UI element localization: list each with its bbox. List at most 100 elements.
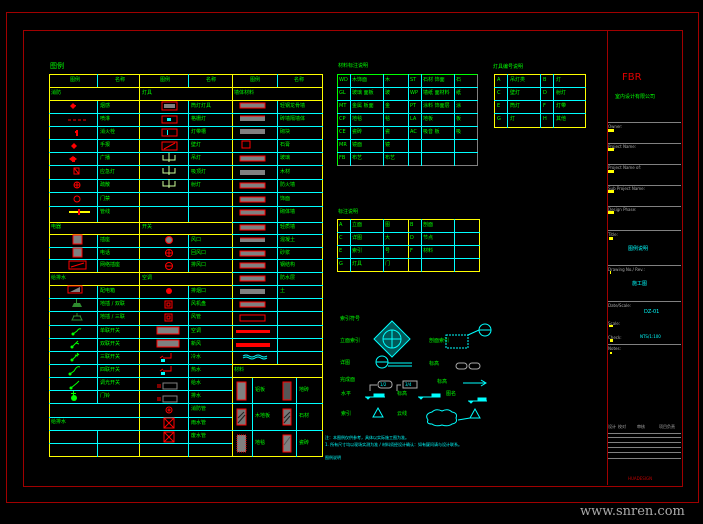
symbol-label: 标高 xyxy=(429,361,440,367)
legend-item-name: 土 xyxy=(280,288,286,294)
section-label: 灯具 xyxy=(142,90,153,96)
symbol-label: 图名 xyxy=(446,391,457,397)
field-label: Sub Project Name: xyxy=(608,186,645,191)
header-col-4: 名称 xyxy=(206,77,217,83)
note-line: 图例说明 xyxy=(325,455,341,460)
symbol-label: 标高 xyxy=(437,379,448,385)
drawing-title: 图例说明 xyxy=(628,246,649,252)
legend-item-name: 瓷砖 xyxy=(299,440,310,446)
legend-item-name: 砂浆 xyxy=(280,250,291,256)
table-d-title: 灯具编号说明 xyxy=(493,64,524,70)
header-col-1: 图例 xyxy=(70,77,81,83)
symbol-label: 水平 xyxy=(341,391,352,397)
legend-item-name: 砌体墙 xyxy=(280,209,296,215)
legend-item-name: 广播 xyxy=(100,155,111,161)
section-label: 消防 xyxy=(51,90,62,96)
ac-unit-icon xyxy=(156,326,180,335)
legend-item-name: 三联开关 xyxy=(100,354,121,360)
pipe-line-icon xyxy=(69,209,90,215)
fan-coil-icon xyxy=(164,300,173,309)
legend-item-name: 烟感 xyxy=(100,103,111,109)
switch-quad-icon xyxy=(68,366,81,376)
switch-double-icon xyxy=(70,340,80,349)
note-line: 注：本图例仅供参考，具体以实际施工图为准。 xyxy=(325,435,409,440)
material-swatch-carpet xyxy=(236,434,247,453)
legend-item-name: 筒灯灯具 xyxy=(191,103,212,109)
material-swatch-wood xyxy=(236,408,247,426)
company-name: 室内设计有限公司 xyxy=(615,94,656,100)
field-label: Drawing No./ Rev.: xyxy=(608,267,645,272)
legend-item-name: 轻钢龙骨墙 xyxy=(280,103,306,109)
legend-item-name: 格栅灯 xyxy=(191,116,207,122)
hydrant-icon xyxy=(75,130,78,136)
arrow-icon xyxy=(463,379,487,387)
legend-item-name: 砖墙隔墙体 xyxy=(280,116,306,122)
legend-item-name: 吸顶灯 xyxy=(191,169,207,175)
symbol-label: 剖面索引 xyxy=(429,338,450,344)
fresh-air-icon xyxy=(156,339,180,348)
table-c-title: 标注说明 xyxy=(338,209,359,215)
legend-item-name: 插座 xyxy=(100,237,111,243)
symbol-label: 云线 xyxy=(397,411,408,417)
wall-light-icon xyxy=(161,141,178,151)
material-swatch-stone xyxy=(282,408,292,426)
elevation-index-icon xyxy=(373,320,411,358)
legend-item-name: 排水 xyxy=(191,393,202,399)
legend-item-name: 风管 xyxy=(191,314,202,320)
legend-item-name: 疏散 xyxy=(100,182,111,188)
field-label: Check: xyxy=(608,335,622,340)
field-label: Scale: xyxy=(608,321,621,326)
grille-light-icon xyxy=(161,115,178,124)
legend-item-name: 灯带槽 xyxy=(191,129,207,135)
legend-item-name: 应急灯 xyxy=(100,169,116,175)
network-socket-icon xyxy=(68,260,87,270)
level-tag-1 xyxy=(369,380,393,391)
legend-item-name: 热水 xyxy=(191,367,202,373)
header-col-6: 名称 xyxy=(294,77,305,83)
section-label: 电器 xyxy=(51,224,62,230)
legend-item-name: 饰面 xyxy=(280,196,291,202)
return-vent-icon xyxy=(165,249,173,257)
wall-material-swatches xyxy=(236,102,270,360)
symbol-label: 标高 xyxy=(397,391,408,397)
header-col-3: 图例 xyxy=(160,77,171,83)
drawing-scale: NTS/1:100 xyxy=(640,334,661,339)
field-label: Notes: xyxy=(608,346,621,351)
legend-item-name: 冷水 xyxy=(191,354,202,360)
hot-water-icon xyxy=(159,366,172,375)
legend-item-name: 单联开关 xyxy=(100,328,121,334)
header-col-2: 名称 xyxy=(115,77,126,83)
legend-item-name: 木材 xyxy=(280,169,291,175)
legend-item-name: 双联开关 xyxy=(100,341,121,347)
title-block-divider xyxy=(607,30,608,485)
section-label: 开关 xyxy=(142,224,153,230)
legend-item-name: 门铃 xyxy=(100,393,111,399)
legend-item-name: 壁灯 xyxy=(191,142,202,148)
level-index-icon xyxy=(375,355,412,369)
legend-item-name: 石材 xyxy=(299,413,310,419)
smoke-exhaust-icon xyxy=(166,288,172,294)
section-index-icon xyxy=(445,334,469,349)
revision-cloud-icon xyxy=(426,407,481,427)
legend-item-name: 废水管 xyxy=(191,433,207,439)
floor-socket-double-icon xyxy=(72,299,82,307)
legend-item-name: 砌块 xyxy=(280,129,291,135)
exhaust-vent-icon xyxy=(165,262,173,270)
light-slot-icon xyxy=(161,128,178,137)
legend-item-name: 门禁 xyxy=(100,196,111,202)
header-col-5: 图例 xyxy=(250,77,261,83)
legend-item-name: 给水 xyxy=(191,380,202,386)
cold-water-icon xyxy=(159,353,172,362)
drainage-icon xyxy=(157,395,178,403)
section-label: 空调 xyxy=(142,275,153,281)
switch-triple-icon xyxy=(70,352,80,362)
field-label: Title: xyxy=(608,232,618,237)
legend-item-name: 地毯 xyxy=(255,440,266,446)
symbols-title: 索引符号 xyxy=(340,316,361,322)
smoke-detector-icon xyxy=(70,103,76,109)
legend-item-name: 地砖 xyxy=(299,387,310,393)
material-swatch-aluminum xyxy=(236,381,247,401)
switch-single-icon xyxy=(71,328,82,336)
